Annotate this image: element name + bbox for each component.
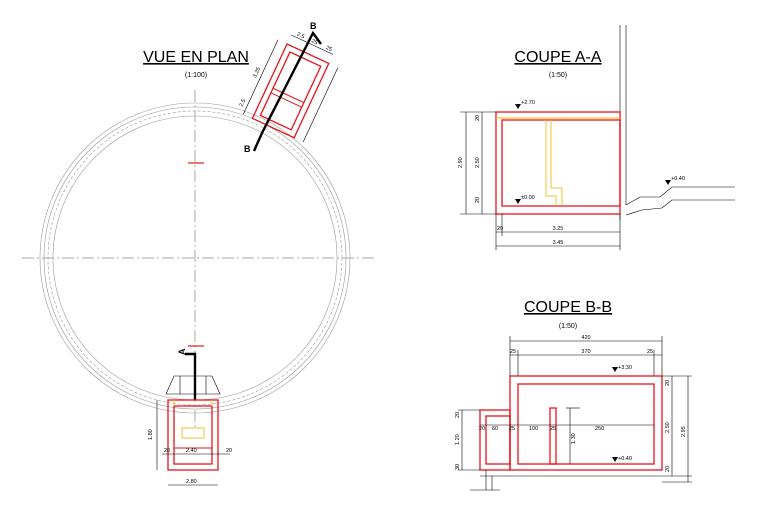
bb-dim-row-5: 25 (550, 426, 556, 432)
plan-chamber-top: 2.5 25 25 3.25 2.5 (239, 32, 339, 143)
bb-dim-total-h: 2.95 (681, 426, 687, 437)
plan-dim-top-1: 2.5 (296, 32, 305, 41)
bb-level-top-marker (612, 367, 618, 372)
bb-chamber-inner (517, 383, 655, 465)
bb-partition (549, 407, 557, 465)
bb-dim-row-3: 25 (509, 426, 515, 432)
aa-baffle-2 (550, 120, 563, 206)
section-bb-title: COUPE B-B (524, 299, 612, 316)
bb-annex-inner (485, 415, 511, 465)
aa-dim-wall: 20 (497, 226, 503, 232)
plan-dim-top-3: 25 (325, 45, 333, 53)
section-aa-title: COUPE A-A (514, 49, 601, 66)
plan-cut-line-a (185, 352, 197, 400)
aa-dim-inner-h: 2.50 (475, 157, 481, 168)
plan-dim-side-2: 2.5 (239, 98, 248, 107)
plan-dim-bottom-total: 2.80 (186, 479, 197, 485)
aa-level-bottom: ±0.00 (521, 195, 535, 201)
bb-level-bottom-marker (612, 457, 618, 462)
bb-dim-row-2: 60 (492, 426, 498, 432)
bb-level-top: +3.30 (618, 365, 632, 371)
aa-chamber-inner (501, 119, 621, 207)
plan-cut-label-a: A (177, 348, 187, 355)
plan-dim-bottom-h: 1.80 (148, 429, 154, 440)
plan-scale: (1:100) (185, 72, 207, 79)
plan-title: VUE EN PLAN (143, 49, 249, 66)
bb-dim-r-bot: 20 (665, 466, 671, 472)
plan-cut-line-b (252, 30, 322, 152)
section-aa-scale: (1:50) (549, 72, 567, 79)
plan-dim-top-2: 25 (310, 38, 318, 46)
aa-level-right: +0.40 (671, 176, 685, 182)
plan-dim-bottom-mid: 2.40 (186, 448, 197, 454)
bb-dim-total-w: 420 (581, 335, 590, 341)
plan-dim-bottom-r: 20 (226, 448, 232, 454)
bb-dim-inner-w: 370 (581, 349, 590, 355)
bb-chamber-outer (509, 375, 663, 471)
aa-level-bottom-marker (515, 199, 521, 204)
aa-baffle-1 (545, 120, 557, 206)
bb-dim-row-1: 20 (479, 426, 485, 432)
tank-ring-3 (47, 110, 343, 406)
section-bb-scale: (1:50) (559, 323, 577, 330)
section-aa: COUPE A-A (1:50) +2.70 ±0.00 +0.40 2.90 … (458, 25, 735, 250)
plan-dim-bottom-l: 20 (164, 448, 170, 454)
aa-dim-total-w: 3.45 (553, 240, 564, 246)
bb-dim-left-h: 1.20 (455, 434, 461, 445)
aa-dim-top-t: 20 (475, 115, 481, 121)
tank-ring-2 (43, 106, 347, 410)
plan-cut-label-b1: B (244, 144, 251, 154)
aa-level-top-marker (515, 104, 521, 109)
plan-cut-label-b2: B (310, 21, 317, 31)
bb-dim-left-top: 20 (455, 412, 461, 418)
bb-dim-mid-h: 1.30 (571, 433, 577, 444)
aa-dim-inner-w: 3.25 (553, 226, 564, 232)
bb-dim-right-w: 25 (647, 349, 653, 355)
aa-dim-total-h: 2.90 (458, 157, 464, 168)
plan-chamber-bottom: 1.80 20 2.40 20 2.80 (148, 375, 232, 486)
bb-dim-row-6: 250 (595, 426, 604, 432)
aa-chamber-outer (495, 111, 621, 215)
bb-dim-row-4: 100 (529, 426, 538, 432)
bb-dim-inner-h: 2.50 (665, 422, 671, 433)
bb-dim-left-w: 25 (510, 349, 516, 355)
bb-level-bottom: +0.40 (618, 456, 632, 462)
bb-dim-left-bot: 30 (455, 464, 461, 470)
aa-dim-bot-t: 20 (475, 197, 481, 203)
bb-dim-r-top: 20 (665, 380, 671, 386)
tank-outer-ring (39, 102, 351, 414)
bb-annex-outer (479, 409, 511, 471)
aa-level-top: +2.70 (521, 100, 535, 106)
plan-dim-side: 3.25 (252, 67, 262, 79)
aa-ground-line (625, 186, 735, 206)
aa-ground-line-2 (625, 199, 735, 216)
plan-view: VUE EN PLAN (1:100) 2.5 25 25 3.25 2.5 (22, 21, 375, 486)
aa-level-right-marker (665, 180, 671, 185)
section-bb: COUPE B-B (1:50) 420 25 370 25 20 60 25 … (455, 299, 692, 491)
